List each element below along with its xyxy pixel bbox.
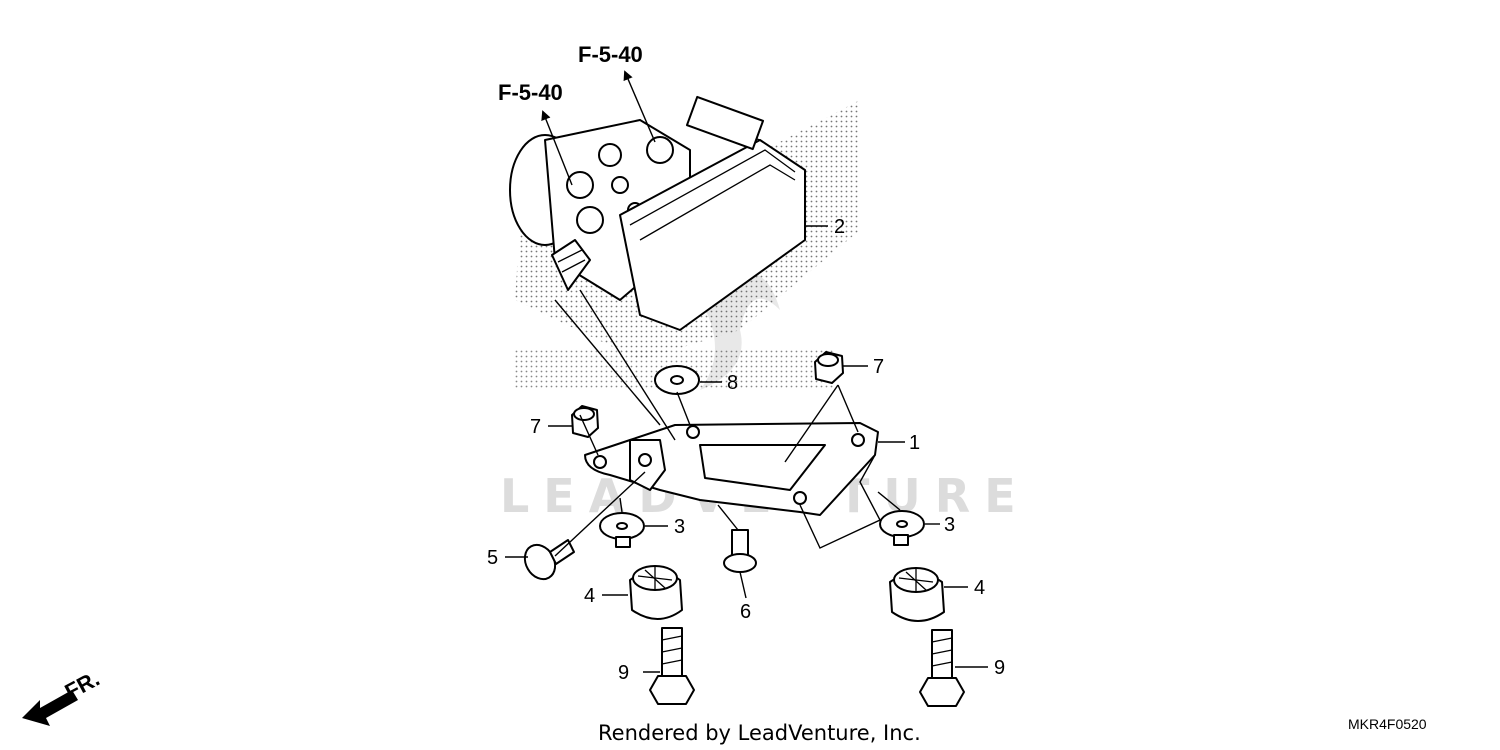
- callout-1: 1: [909, 432, 920, 454]
- callout-4-left: 4: [584, 585, 595, 607]
- front-arrow-icon: [22, 690, 78, 726]
- callout-4-right: 4: [974, 577, 985, 599]
- callout-f540-left: F-5-40: [498, 80, 563, 105]
- callout-6: 6: [740, 601, 751, 623]
- callout-9-right: 9: [994, 657, 1005, 679]
- callout-7-right: 7: [873, 356, 884, 378]
- leader-lines: [505, 70, 988, 673]
- diagram-code: MKR4F0520: [1348, 716, 1427, 732]
- callout-7-left: 7: [530, 416, 541, 438]
- front-indicator: FR.: [22, 666, 104, 726]
- bolt-part-9-right[interactable]: [919, 629, 965, 707]
- callout-2: 2: [834, 216, 845, 238]
- bolt-part-5[interactable]: [519, 539, 575, 584]
- callout-3-left: 3: [674, 516, 685, 538]
- nut-part-7-right[interactable]: [814, 351, 844, 384]
- bracket-part[interactable]: [584, 422, 879, 516]
- callout-f540-top: F-5-40: [578, 42, 643, 67]
- washer-part-8[interactable]: [654, 365, 700, 395]
- washer-part-3-left[interactable]: [599, 512, 645, 548]
- callout-3-right: 3: [944, 514, 955, 536]
- washer-part-3-right[interactable]: [879, 510, 925, 546]
- callout-5: 5: [487, 547, 498, 569]
- callout-labels: F-5-40 F-5-40 1 2 3 3 4 4 5 6 7 7 8 9 9: [487, 42, 1005, 684]
- render-credit: Rendered by LeadVenture, Inc.: [598, 721, 921, 745]
- grommet-part-4-left[interactable]: [629, 565, 683, 620]
- abs-modulator-part[interactable]: [509, 95, 806, 331]
- nut-part-7-left[interactable]: [571, 405, 599, 438]
- bolt-part-9-left[interactable]: [649, 627, 695, 705]
- bolt-part-6[interactable]: [723, 529, 757, 573]
- grommet-part-4-right[interactable]: [889, 567, 945, 622]
- callout-8: 8: [727, 372, 738, 394]
- callout-9-left: 9: [618, 662, 629, 684]
